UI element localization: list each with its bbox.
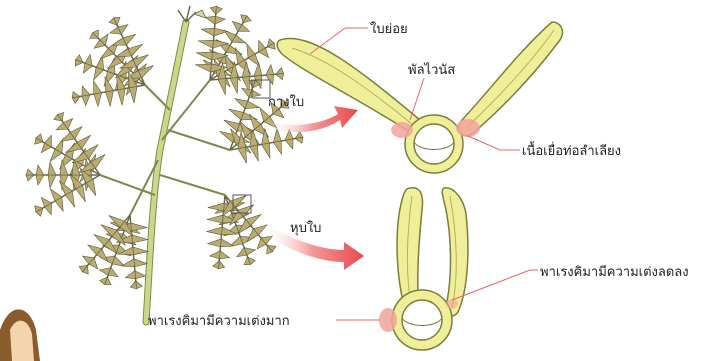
leader-pulvinus (410, 78, 424, 120)
cross-section-folded (379, 188, 468, 350)
pulvinus-right (456, 119, 480, 137)
label-vascular-tissue: เนื้อเยื่อท่อลำเลียง (522, 141, 621, 159)
label-turgor-low: พาเรงคิมามีความเต่งลดลง (540, 264, 689, 280)
label-pulvinus: พัลไวนัส (408, 62, 455, 78)
mimosa-plant (26, 5, 306, 322)
label-leaflet: ใบย่อย (370, 21, 408, 37)
parenchyma-high-turgor (379, 308, 397, 332)
pulvinus-left (391, 122, 413, 138)
character-avatar (0, 309, 40, 361)
label-turgor-high: พาเรงคิมามีความเต่งมาก (148, 313, 290, 329)
label-fold: หุบใบ (290, 220, 321, 236)
leader-vascular (468, 136, 520, 150)
label-spread: กางใบ (268, 94, 304, 110)
